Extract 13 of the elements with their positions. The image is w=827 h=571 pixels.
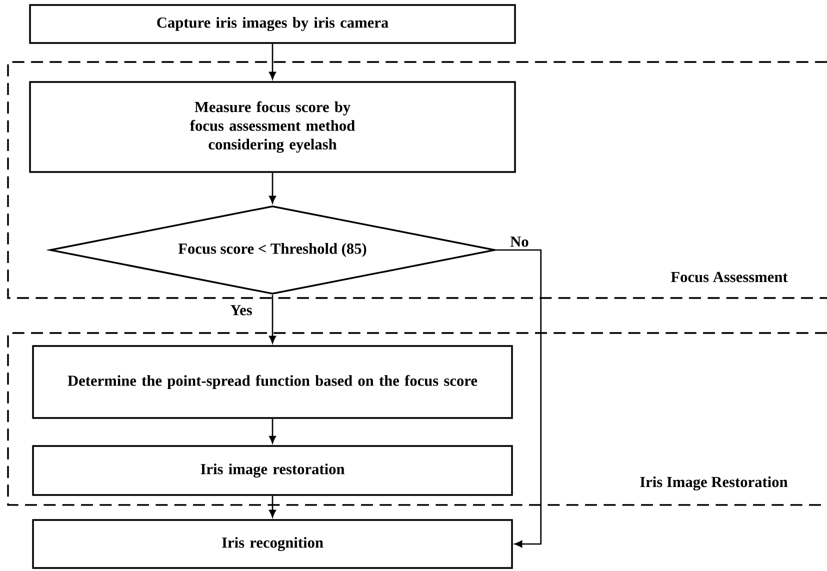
process-box: Capture iris images by iris camera — [29, 4, 516, 44]
arrow — [269, 44, 276, 80]
process-box: Determine the point-spread function based on the focus score — [32, 345, 513, 419]
arrow — [269, 172, 276, 204]
process-box: Measure focus score by focus assessment method considering eyelash — [29, 81, 516, 173]
edge-label: Yes — [230, 305, 252, 316]
edge-label: No — [510, 236, 528, 247]
arrow — [496, 249, 542, 548]
arrow — [269, 496, 276, 518]
arrow — [269, 294, 276, 344]
arrow — [269, 418, 276, 444]
process-box: Iris recognition — [32, 519, 513, 569]
process-box: Iris image restoration — [32, 445, 513, 496]
